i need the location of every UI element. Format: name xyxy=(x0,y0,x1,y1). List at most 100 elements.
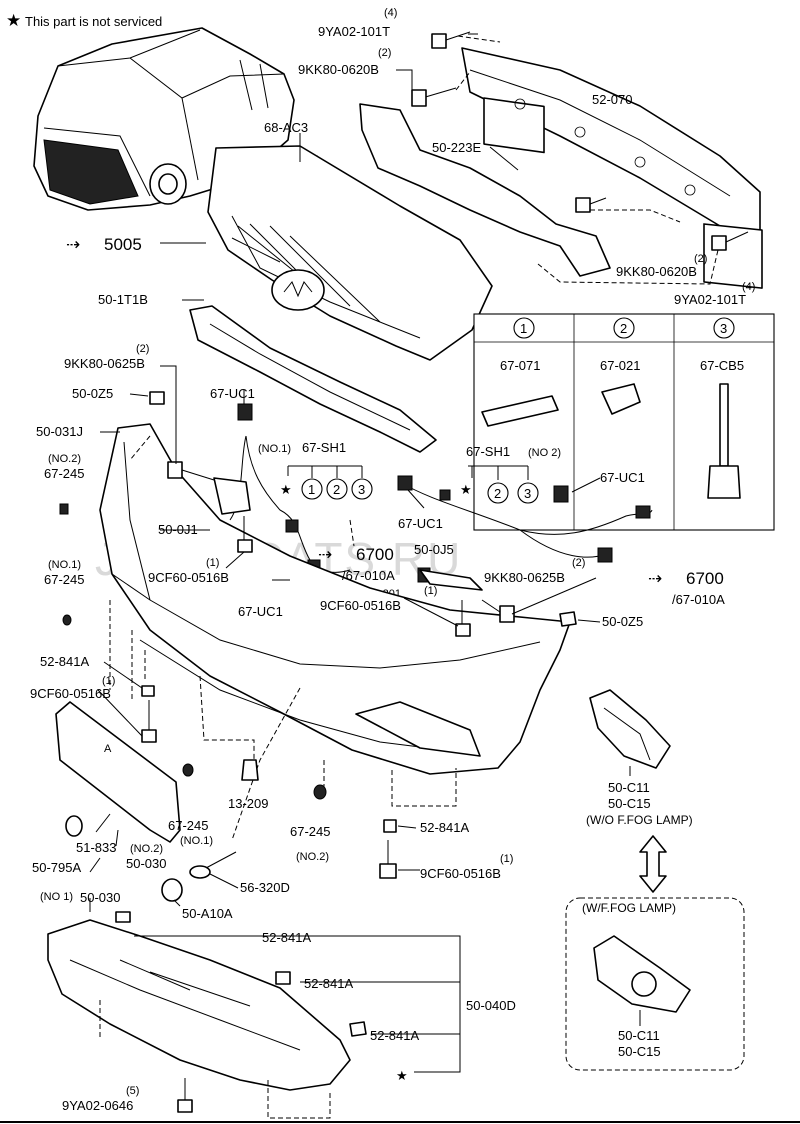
label-nut-d: 52-841A xyxy=(304,976,353,991)
label-ref010-a: /67-010A xyxy=(342,568,395,583)
label-p245-b: 67-245 xyxy=(44,572,84,587)
bolt-9ya02-bottom xyxy=(177,1078,193,1113)
label-nut-e: 52-841A xyxy=(370,1028,419,1043)
clip-67-245-lower xyxy=(182,763,194,777)
label-no1-a: (NO.1) xyxy=(48,559,81,571)
label-sh1-a: 67-SH1 xyxy=(302,440,346,455)
lower-grille xyxy=(189,305,437,453)
label-nut-c: 52-841A xyxy=(262,930,311,945)
legend-header-1: 1 xyxy=(520,321,527,336)
bracket-50-0z5-right xyxy=(559,611,577,627)
label-kk-top-qty: (2) xyxy=(378,47,391,59)
clip-67-245-no1 xyxy=(62,614,72,626)
star-icon-sh1-b: ★ xyxy=(460,482,472,497)
label-kk-right: 9KK80-0620B xyxy=(616,264,697,279)
legend-clip-icon xyxy=(601,383,641,415)
clip-13-209 xyxy=(241,759,259,781)
bolt-9kk80-top xyxy=(411,87,457,107)
label-no2-d: (NO.2) xyxy=(296,851,329,863)
bracket-50-0z5-left xyxy=(149,391,165,405)
label-cf-b: 9CF60-0516B xyxy=(320,598,401,613)
svg-text:A: A xyxy=(104,743,112,755)
label-yab-top-qty: (4) xyxy=(384,7,397,19)
bracket-50-0j1 xyxy=(213,477,251,515)
label-p245-a: 67-245 xyxy=(44,466,84,481)
label-p245-c: 67-245 xyxy=(168,818,208,833)
label-yab-right-qty: (4) xyxy=(742,281,755,293)
nut-52-841a-left xyxy=(141,685,155,697)
fastener-legend: 1 2 3 67-071 67-021 67-CB5 xyxy=(473,313,775,531)
label-no1-sh1: (NO.1) xyxy=(258,443,291,455)
sh1-markers-no1: ★ 1 2 3 xyxy=(280,465,373,500)
label-cf-d: 9CF60-0516B xyxy=(420,866,501,881)
label-kk-left: 9KK80-0625B xyxy=(64,356,145,371)
legend-part-3: 67-CB5 xyxy=(700,358,744,373)
nut-52-841a-under3 xyxy=(349,1021,367,1037)
sh1-markers-no2: ★ 2 3 xyxy=(460,465,539,504)
sh1-b-ref-2: 2 xyxy=(494,486,501,501)
label-no1-c: (NO.1) xyxy=(180,835,213,847)
label-qty1-a: (1) xyxy=(206,557,219,569)
ref-arrow-icon: ⇢ xyxy=(66,235,80,254)
front-bumper-cover xyxy=(99,423,571,775)
legend-part-1: 67-071 xyxy=(500,358,540,373)
label-kk-mid: 9KK80-0625B xyxy=(484,570,565,585)
ref-arrow-icon-a: ⇢ xyxy=(318,545,332,564)
label-bracket-0z5-b: 50-0Z5 xyxy=(602,614,643,629)
label-qty1-d: (1) xyxy=(500,853,513,865)
label-p795: 50-795A xyxy=(32,860,81,875)
label-no1-f: (NO 1) xyxy=(40,891,73,903)
bolt-9ya02-top xyxy=(431,31,471,49)
wiring-harness-right xyxy=(397,475,653,563)
label-bracket-0z5: 50-0Z5 xyxy=(72,386,113,401)
label-no2-e: (NO.2) xyxy=(130,843,163,855)
legend-cable-tie-icon xyxy=(707,383,741,499)
clip-67-245-no2 xyxy=(59,503,69,515)
bolt-9ya02-right xyxy=(711,231,749,251)
label-cf-c: 9CF60-0516B xyxy=(30,686,111,701)
bolt-9kk80-mid xyxy=(481,599,515,623)
bolt-9cf60-low xyxy=(379,840,397,879)
bracket-50-0j5 xyxy=(419,569,483,591)
label-fog-wo: (W/O F.FOG LAMP) xyxy=(586,813,693,827)
label-qty5: (5) xyxy=(126,1085,139,1097)
label-p320: 56-320D xyxy=(240,880,290,895)
label-p209: 13-209 xyxy=(228,796,268,811)
fog-bezel-without-lamp xyxy=(589,689,671,769)
label-j5: 50-0J5 xyxy=(414,542,454,557)
label-qty1-c: (1) xyxy=(102,675,115,687)
sh1-a-ref-3: 3 xyxy=(358,482,365,497)
label-yab-bottom: 9YA02-0646 xyxy=(62,1098,133,1113)
fog-bezel-with-lamp xyxy=(593,935,691,1013)
label-p030-a: 50-030 xyxy=(126,856,166,871)
label-ref6700-b: 6700 xyxy=(686,569,724,588)
label-nut-b: 52-841A xyxy=(420,820,469,835)
label-yab-top: 9YA02-101T xyxy=(318,24,390,39)
note-text: This part is not serviced xyxy=(25,14,162,29)
bolt-9kk80-left xyxy=(167,461,215,481)
star-icon-under: ★ xyxy=(396,1068,408,1083)
label-no2-a: (NO.2) xyxy=(48,453,81,465)
sh1-a-ref-2: 2 xyxy=(333,482,340,497)
nut-52-841a-under1 xyxy=(115,911,131,923)
label-uc1-d: 67-UC1 xyxy=(238,604,283,619)
star-icon-sh1-a: ★ xyxy=(280,482,292,497)
label-fog-c15-a: 50-C15 xyxy=(608,796,651,811)
label-clip-ac3: 68-AC3 xyxy=(264,120,308,135)
label-qty2-b: (2) xyxy=(572,557,585,569)
label-p833: 51-833 xyxy=(76,840,116,855)
label-p040: 50-040D xyxy=(466,998,516,1013)
label-qty1-b: (1) xyxy=(424,585,437,597)
screw-51-833 xyxy=(65,813,111,837)
tow-hook-56-320d xyxy=(189,851,237,879)
bolt-9cf60-mid xyxy=(455,600,471,637)
label-a10: 50-A10A xyxy=(182,906,233,921)
label-uc1-a: 67-UC1 xyxy=(210,386,255,401)
label-cf-a: 9CF60-0516B xyxy=(148,570,229,585)
label-fog-w: (W/F.FOG LAMP) xyxy=(582,901,676,915)
bolt-9cf60-plate xyxy=(141,700,157,743)
label-fog-c11-a: 50-C11 xyxy=(608,780,650,795)
label-bumper: 50-031J xyxy=(36,424,83,439)
license-plate-bracket: A xyxy=(55,701,181,843)
sh1-b-ref-3: 3 xyxy=(524,486,531,501)
